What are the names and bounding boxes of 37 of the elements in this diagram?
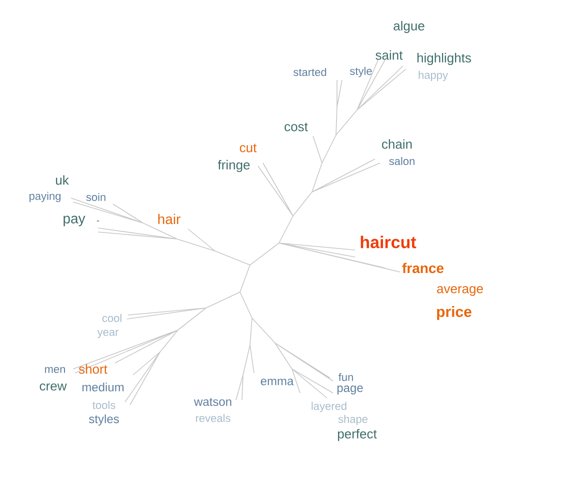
word-label: cost	[284, 122, 308, 132]
word-label: cut	[240, 144, 257, 152]
word-label: perfect	[338, 428, 377, 442]
word-label: page	[337, 386, 363, 394]
word-label: medium	[82, 382, 124, 392]
word-label: pay	[64, 216, 86, 226]
word-label: average	[437, 286, 483, 296]
word-label: saint	[376, 50, 403, 60]
word-label: fun	[338, 372, 353, 382]
word-label: highlights	[417, 52, 471, 66]
word-label: algue	[394, 20, 424, 34]
word-label: uk	[56, 175, 69, 185]
word-label: men	[45, 367, 65, 374]
word-label: chain	[382, 139, 412, 149]
word-label: salon	[389, 156, 414, 166]
word-label: happy	[418, 70, 448, 82]
word-label: started	[294, 68, 326, 76]
word-label: style	[350, 66, 372, 78]
word-label: shape	[338, 414, 368, 426]
word-label: styles	[89, 414, 119, 426]
word-label: reveals	[196, 414, 230, 422]
word-label: watson	[194, 398, 232, 406]
word-label: fringe	[218, 160, 250, 172]
word-label: paying	[30, 192, 60, 202]
word-label: year	[97, 330, 119, 338]
word-label: soin	[86, 192, 106, 202]
word-label: france	[402, 262, 444, 274]
word-label: -	[96, 220, 100, 222]
word-label: price	[437, 306, 472, 320]
word-label: emma	[260, 378, 294, 386]
word-label: hair	[158, 214, 180, 224]
word-label: tools	[92, 400, 116, 410]
word-label: haircut	[360, 236, 416, 248]
word-label: layered	[312, 402, 346, 412]
word-label: crew	[40, 383, 67, 391]
word-label: short	[78, 364, 108, 374]
word-label: cool	[102, 314, 122, 322]
